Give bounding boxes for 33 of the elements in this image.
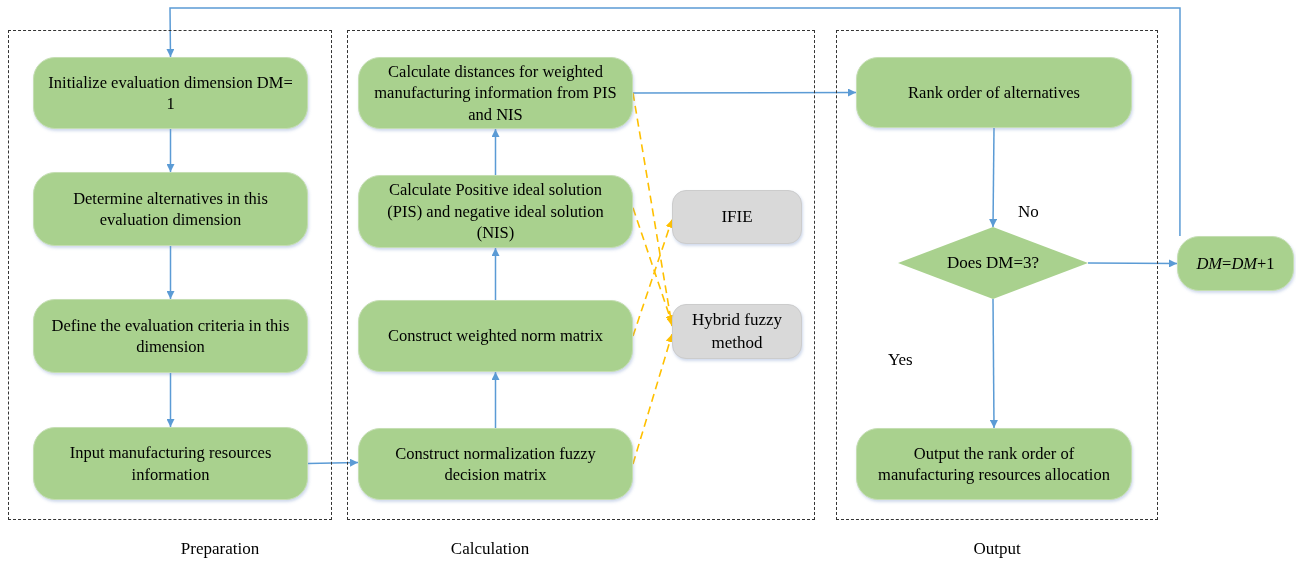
stage-heading: Output (972, 539, 1022, 559)
process-box: Output the rank order of manufacturing resources allocation (856, 428, 1132, 500)
process-box: Rank order of alternatives (856, 57, 1132, 128)
process-box: Construct normalization fuzzy decision matrix (358, 428, 633, 500)
arrow (1087, 259, 1178, 268)
dashed-arrow (632, 333, 674, 465)
arrow (166, 372, 175, 428)
arrow (632, 88, 857, 97)
arrow (491, 128, 500, 176)
process-box: Input manufacturing resources information (33, 427, 308, 500)
decision-diamond: Does DM=3? (898, 227, 1088, 299)
arrow (491, 371, 500, 429)
process-box: Construct weighted norm matrix (358, 300, 633, 372)
method-box: IFIE (672, 190, 802, 244)
stage-heading: Calculation (449, 539, 531, 559)
method-box: Hybrid fuzzy method (672, 304, 802, 359)
arrow (166, 7, 1181, 237)
branch-label: No (1018, 202, 1039, 222)
process-box: Initialize evaluation dimension DM= 1 (33, 57, 308, 129)
branch-label: Yes (888, 350, 913, 370)
process-box: Define the evaluation criteria in this dimension (33, 299, 308, 373)
arrow (307, 458, 359, 467)
arrow (989, 298, 998, 429)
process-box: DM=DM+1 (1177, 236, 1294, 291)
process-box: Determine alternatives in this evaluation dimension (33, 172, 308, 246)
process-box: Calculate Positive ideal solution (PIS) and negative ideal solution (NIS) (358, 175, 633, 248)
arrow (491, 247, 500, 301)
process-box: Calculate distances for weighted manufacturing information from PIS and NIS (358, 57, 633, 129)
arrow (166, 245, 175, 300)
dashed-arrow (632, 218, 674, 337)
arrow (166, 128, 175, 173)
arrow (989, 127, 998, 228)
stage-heading: Preparation (179, 539, 261, 559)
